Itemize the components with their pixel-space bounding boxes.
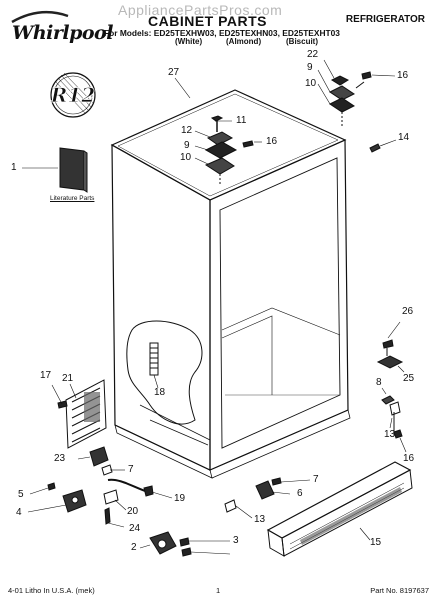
callout-7-right: 7 <box>313 474 319 485</box>
callout-10-center: 10 <box>180 152 192 163</box>
color-biscuit: (Biscuit) <box>286 37 318 46</box>
callout-16-upper: 16 <box>397 70 409 81</box>
callout-7-left: 7 <box>128 464 134 475</box>
callout-16-center: 16 <box>266 136 278 147</box>
callout-8: 8 <box>376 377 382 388</box>
category-label: REFRIGERATOR <box>345 14 425 25</box>
callout-12: 12 <box>181 125 193 136</box>
callout-13-right: 13 <box>384 429 396 440</box>
clamp-icon <box>47 482 87 513</box>
callout-21: 21 <box>62 373 74 384</box>
retainer-icon <box>103 489 119 525</box>
callout-24: 24 <box>129 523 141 534</box>
callout-13-lower: 13 <box>254 514 266 525</box>
callout-20: 20 <box>127 506 139 517</box>
callout-16-lower: 16 <box>403 453 415 464</box>
callout-3: 3 <box>233 535 239 546</box>
callout-4: 4 <box>16 507 22 518</box>
callout-1: 1 <box>11 162 17 173</box>
callout-19: 19 <box>174 493 186 504</box>
lower-right-hinge-icon <box>376 339 404 439</box>
bracket-icon <box>89 446 113 476</box>
screw-icon <box>369 143 381 153</box>
callout-2: 2 <box>131 542 137 553</box>
callout-25: 25 <box>403 373 415 384</box>
brand-name: Whirlpool <box>12 22 113 44</box>
callout-22: 22 <box>307 49 319 60</box>
literature-parts-label: Literature Parts <box>50 195 95 202</box>
whirlpool-logo: Whirlpool <box>4 6 113 46</box>
callout-6: 6 <box>297 488 303 499</box>
cabinet-body-icon <box>110 89 351 479</box>
watermark: AppliancePartsPros.com <box>118 2 283 18</box>
literature-booklet-icon <box>59 147 88 193</box>
callout-23: 23 <box>54 453 66 464</box>
color-white: (White) <box>175 37 203 46</box>
drain-tube-icon <box>149 342 159 376</box>
footer-litho: 4-01 Litho In U.S.A. (mek) <box>8 586 95 595</box>
callout-15: 15 <box>370 537 382 548</box>
r12-refrigerant-badge-icon: R12 <box>49 72 96 118</box>
callout-10-upper: 10 <box>305 78 317 89</box>
toe-grille-icon <box>266 461 413 557</box>
callout-11: 11 <box>236 115 247 126</box>
callout-17: 17 <box>40 370 52 381</box>
callout-9-upper: 9 <box>307 62 313 73</box>
callout-14: 14 <box>398 132 410 143</box>
hinge-bracket-icon <box>224 477 282 513</box>
callout-5: 5 <box>18 489 24 500</box>
side-grille-icon <box>57 379 107 449</box>
callout-9-center: 9 <box>184 140 190 151</box>
upper-right-hinge-icon <box>329 71 372 128</box>
color-almond: (Almond) <box>226 37 262 46</box>
footer-part-number: Part No. 8197637 <box>370 586 429 595</box>
top-hinge-assembly-icon <box>204 115 254 186</box>
badge-text: R12 <box>50 83 96 107</box>
callout-27: 27 <box>168 67 180 78</box>
logo-swoosh-icon <box>11 10 69 24</box>
leveling-leg-icon <box>149 531 192 557</box>
callout-26: 26 <box>402 306 414 317</box>
footer-page-number: 1 <box>216 586 221 595</box>
callout-18: 18 <box>154 387 166 398</box>
page-title: CABINET PARTS <box>148 13 268 29</box>
models-line: For Models: ED25TEXHW03, ED25TEXHN03, ED… <box>104 28 340 38</box>
